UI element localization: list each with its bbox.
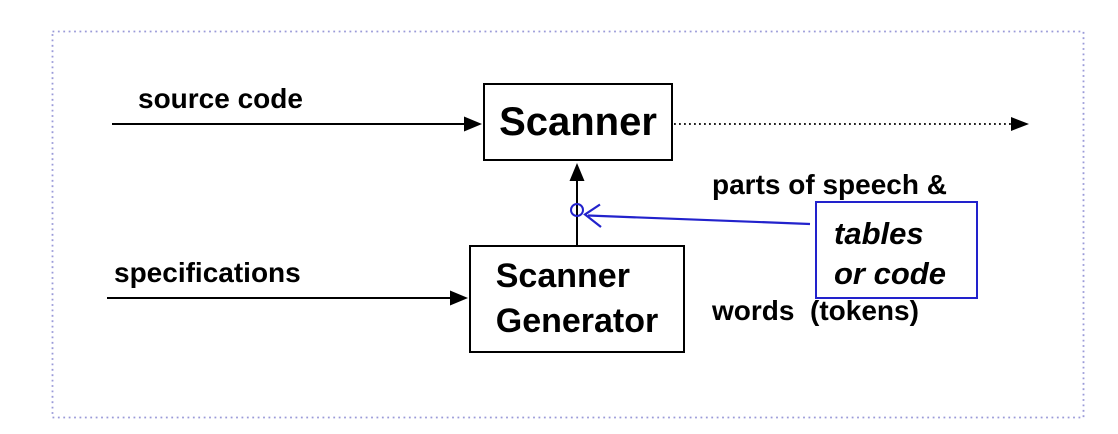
annotation-open-arrowhead-icon	[583, 203, 602, 228]
tables-or-code-box-label: tables or code	[834, 214, 946, 294]
specifications-arrow	[107, 290, 468, 306]
generator-to-scanner-arrowhead-icon	[569, 163, 585, 181]
annotation-arrow	[583, 203, 811, 228]
scanner-generator-box: Scanner Generator	[469, 245, 685, 353]
tables-or-code-label-line1: tables	[834, 216, 924, 251]
tables-or-code-label-line2: or code	[834, 256, 946, 291]
annotation-arrow-line	[587, 214, 811, 226]
tokens-output-arrow	[674, 117, 1029, 131]
scanner-box: Scanner	[483, 83, 673, 161]
tokens-output-label-line1: parts of speech &	[712, 169, 947, 200]
tokens-output-arrowhead-icon	[1011, 117, 1029, 131]
tables-or-code-box: tables or code	[815, 201, 978, 299]
tokens-output-label-line2: words (tokens)	[712, 295, 919, 326]
tokens-output-label: parts of speech & words (tokens)	[712, 80, 947, 416]
specifications-arrowhead-icon	[450, 290, 468, 306]
source-code-arrowhead-icon	[464, 116, 482, 132]
source-code-arrow	[112, 116, 482, 132]
dashed-frame	[51, 30, 1085, 419]
specifications-label: specifications	[114, 257, 301, 288]
scanner-box-label: Scanner	[499, 99, 657, 144]
generator-to-scanner-arrow	[569, 163, 585, 247]
source-code-label: source code	[138, 83, 303, 114]
scanner-generator-label-line2: Generator	[495, 302, 659, 340]
scanner-generator-box-label: Scanner Generator	[496, 254, 659, 344]
interface-point-circle-icon	[570, 203, 584, 217]
scanner-generator-label-line1: Scanner	[495, 257, 630, 295]
